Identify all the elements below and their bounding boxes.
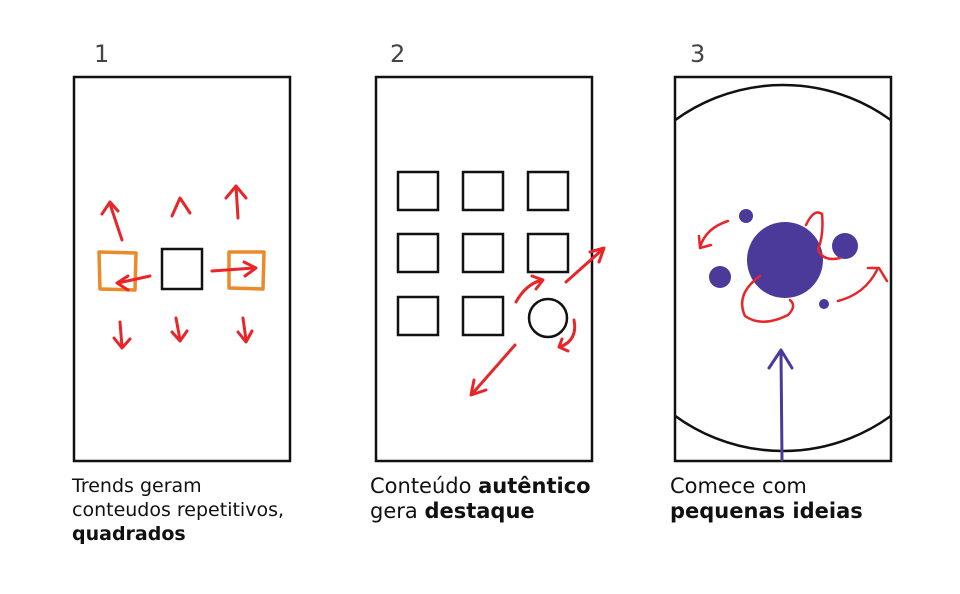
caption-1-line-1: Trends geram bbox=[72, 475, 202, 497]
purple-arrow-up bbox=[767, 348, 794, 462]
grid-square-7 bbox=[396, 295, 440, 337]
swirl-top-right bbox=[804, 211, 842, 261]
purple-circle-left bbox=[709, 266, 731, 288]
caption-3-line-1: Comece com bbox=[670, 474, 807, 498]
arrow-down-right bbox=[236, 316, 254, 344]
swirl-bottom bbox=[740, 274, 795, 323]
caption-1-bold: quadrados bbox=[72, 523, 186, 545]
purple-circle-small-top bbox=[739, 209, 753, 223]
arrow-down-left-long bbox=[469, 343, 517, 397]
arrow-left bbox=[115, 274, 152, 292]
arrow-curve-right bbox=[836, 266, 889, 303]
panel-1 bbox=[72, 75, 292, 463]
arrow-curve-left bbox=[697, 219, 730, 250]
arrow-curve-bottom bbox=[557, 318, 577, 353]
arrow-curve-top bbox=[514, 274, 545, 304]
caption-2-line-1-bold: autêntico bbox=[478, 474, 591, 498]
panel-3 bbox=[673, 75, 893, 463]
arrow-up-left bbox=[100, 200, 124, 242]
grid-square-4 bbox=[396, 232, 440, 274]
panel-number-1: 1 bbox=[94, 40, 109, 68]
arrow-up-center bbox=[170, 196, 192, 218]
caption-panel-3: Comece com pequenas ideias bbox=[670, 474, 863, 524]
caption-1-line-2: conteudos repetitivos, bbox=[72, 499, 285, 521]
black-square-center bbox=[160, 247, 204, 291]
panel-2 bbox=[374, 75, 606, 463]
standout-circle bbox=[527, 297, 569, 339]
panel-number-3: 3 bbox=[690, 40, 705, 68]
grid-square-2 bbox=[461, 170, 505, 212]
arrow-down-center bbox=[170, 316, 189, 343]
panel-number-2: 2 bbox=[390, 40, 405, 68]
caption-2-line-1-text: Conteúdo bbox=[370, 474, 479, 498]
grid-square-5 bbox=[461, 232, 505, 274]
arrow-up-right bbox=[224, 184, 248, 220]
phone-frame-2 bbox=[374, 75, 594, 463]
grid-square-1 bbox=[396, 170, 440, 212]
caption-2-line-2-text: gera bbox=[370, 499, 425, 523]
arrow-right bbox=[210, 260, 258, 278]
arrow-down-left bbox=[112, 320, 132, 350]
orange-square-left bbox=[97, 250, 138, 292]
caption-panel-2: Conteúdo autêntico gera destaque bbox=[370, 474, 591, 524]
purple-circle-large bbox=[747, 222, 823, 298]
caption-2-line-2-bold: destaque bbox=[424, 499, 535, 523]
phone-frame-1 bbox=[72, 75, 292, 463]
grid-square-6 bbox=[526, 232, 570, 274]
grid-square-3 bbox=[526, 170, 570, 212]
purple-circle-tiny bbox=[819, 299, 829, 309]
orange-square-right bbox=[227, 250, 266, 291]
grid-square-8 bbox=[461, 295, 505, 337]
caption-panel-1: Trends geram conteudos repetitivos, quad… bbox=[72, 474, 284, 546]
purple-circle-medium bbox=[832, 233, 858, 259]
arrow-up-right-long bbox=[564, 246, 606, 284]
caption-3-bold: pequenas ideias bbox=[670, 499, 863, 523]
